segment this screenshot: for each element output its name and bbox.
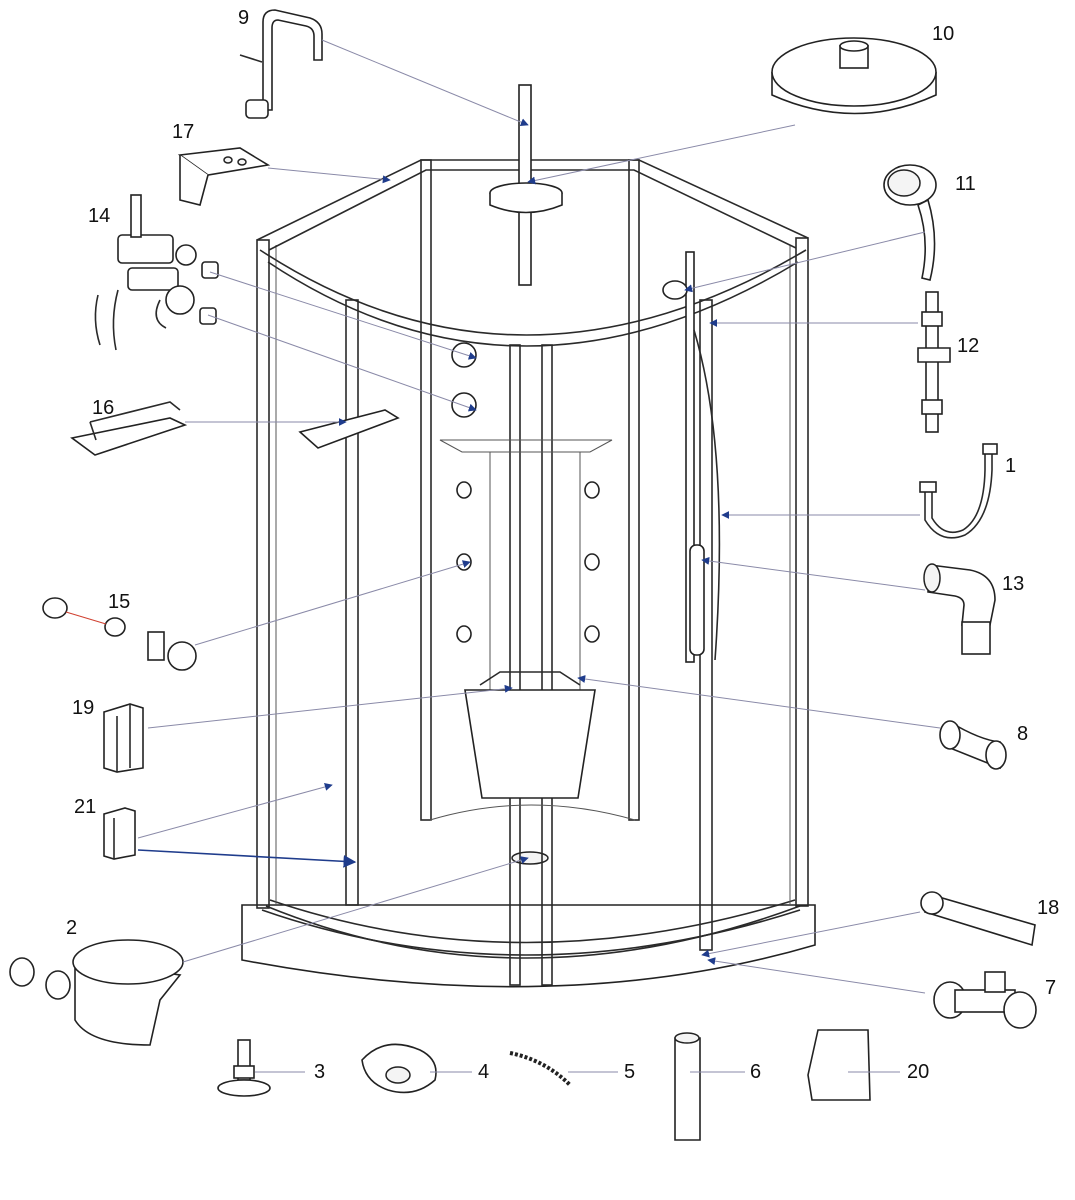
label-part-3: 3 xyxy=(314,1061,326,1083)
part-11-hand-shower xyxy=(883,164,937,281)
part-21-seal xyxy=(103,807,136,860)
label-part-4: 4 xyxy=(478,1061,490,1083)
part-8-knob xyxy=(939,720,1007,770)
part-19-profile xyxy=(103,703,144,773)
label-part-18: 18 xyxy=(1037,897,1060,919)
label-part-5: 5 xyxy=(624,1061,636,1083)
label-part-15: 15 xyxy=(108,591,131,613)
part-16-shelf xyxy=(70,401,400,456)
label-part-6: 6 xyxy=(750,1061,762,1083)
part-7-valve xyxy=(933,971,1037,1029)
part-2-waste-trap xyxy=(9,939,184,1046)
part-10-rain-head xyxy=(771,37,937,115)
part-1-hose xyxy=(919,443,998,539)
label-part-1: 1 xyxy=(1005,455,1017,477)
part-6-pipe xyxy=(674,1032,701,1141)
part-4-clip xyxy=(361,1043,437,1094)
label-part-19: 19 xyxy=(72,697,95,719)
label-part-11: 11 xyxy=(955,173,976,195)
label-part-14: 14 xyxy=(88,205,111,227)
label-part-12: 12 xyxy=(957,335,980,357)
part-3-foot xyxy=(217,1039,271,1097)
label-part-2: 2 xyxy=(66,917,78,939)
label-part-16: 16 xyxy=(92,397,115,419)
back-panel xyxy=(439,84,721,799)
shower-tray xyxy=(241,851,816,988)
label-part-10: 10 xyxy=(932,23,955,45)
label-part-17: 17 xyxy=(172,121,195,143)
part-20-bag xyxy=(807,1029,871,1101)
leader-lines xyxy=(137,39,941,1073)
label-part-13: 13 xyxy=(1002,573,1025,595)
label-part-9: 9 xyxy=(238,7,250,29)
label-part-7: 7 xyxy=(1045,977,1057,999)
label-part-21: 21 xyxy=(74,796,97,818)
part-9-shower-arm xyxy=(239,9,323,119)
part-5-cord xyxy=(509,1051,572,1087)
part-13-elbow xyxy=(923,563,996,655)
part-14-mixer xyxy=(94,194,219,351)
part-18-hose xyxy=(920,891,1036,947)
part-17-bracket xyxy=(177,147,271,206)
part-12-slide-bar xyxy=(917,291,951,433)
cabin-frame xyxy=(256,159,809,986)
label-part-8: 8 xyxy=(1017,723,1029,745)
label-part-20: 20 xyxy=(907,1061,930,1083)
part-15-jet xyxy=(42,597,197,671)
